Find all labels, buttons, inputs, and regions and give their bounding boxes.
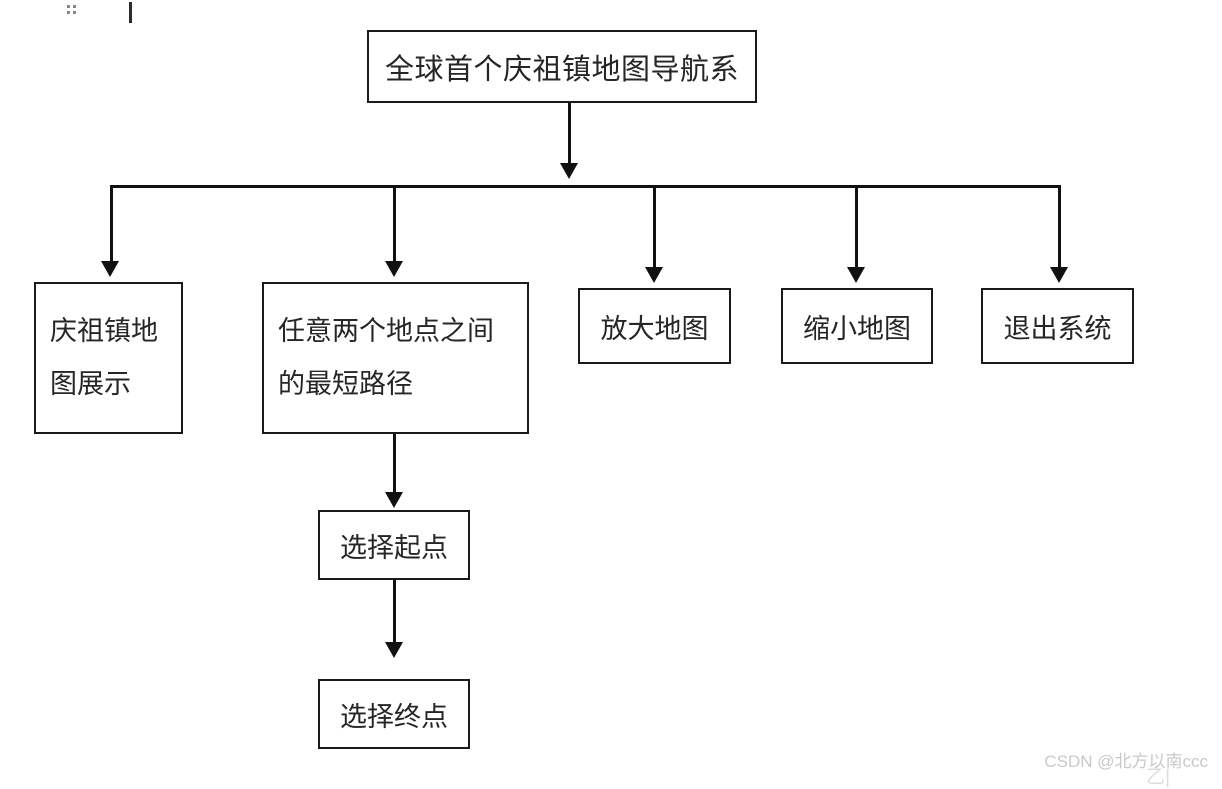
node-zoom-in-map[interactable]: 放大地图 [578, 288, 731, 364]
node-exit-system-label: 退出系统 [1003, 313, 1112, 344]
edge-bus-to-zoomout [855, 185, 858, 269]
arrowhead-shortest-to-start [385, 492, 403, 508]
node-zoom-out-map-label: 缩小地图 [803, 313, 911, 344]
drag-handle-dots-icon[interactable] [67, 5, 78, 16]
node-select-end-point-label: 选择终点 [340, 701, 448, 732]
arrowhead-bus-to-exit [1050, 267, 1068, 283]
edge-start-to-end [393, 580, 396, 644]
node-root-line-1: 全球首个庆祖镇地图导航系 [384, 53, 739, 86]
node-zoom-in-map-label: 放大地图 [600, 313, 709, 344]
text-cursor-caret [129, 2, 132, 23]
node-map-display[interactable]: 庆祖镇地 图展示 [34, 282, 183, 434]
node-map-display-line-1: 庆祖镇地 [50, 316, 158, 347]
edge-bus-to-exit [1058, 185, 1061, 269]
edge-horizontal-bus [110, 185, 1061, 188]
watermark-text: CSDN @北方以南ccc [1044, 752, 1208, 771]
edge-bus-to-shortest [393, 185, 396, 263]
node-shortest-path-line-1: 任意两个地点之间 [278, 316, 494, 347]
arrowhead-root-to-bus [560, 163, 578, 179]
node-map-display-line-2: 图展示 [50, 369, 131, 399]
edge-root-to-bus [568, 103, 571, 165]
arrowhead-bus-to-shortest [385, 261, 403, 277]
node-select-start-point[interactable]: 选择起点 [318, 510, 470, 580]
edge-bus-to-display [110, 185, 113, 263]
watermark-ghost-glyph: 乙| [1146, 767, 1170, 788]
node-shortest-path-line-2: 的最短路径 [278, 369, 413, 399]
node-root-title[interactable]: 全球首个庆祖镇地图导航系 [367, 30, 757, 103]
arrowhead-bus-to-zoomout [847, 267, 865, 283]
arrowhead-bus-to-zoomin [645, 267, 663, 283]
node-zoom-out-map[interactable]: 缩小地图 [781, 288, 933, 364]
node-exit-system[interactable]: 退出系统 [981, 288, 1134, 364]
node-select-end-point[interactable]: 选择终点 [318, 679, 470, 749]
node-select-start-point-label: 选择起点 [340, 532, 448, 563]
node-shortest-path[interactable]: 任意两个地点之间 的最短路径 [262, 282, 529, 434]
arrowhead-bus-to-display [101, 261, 119, 277]
edge-bus-to-zoomin [653, 185, 656, 269]
edge-shortest-to-start [393, 434, 396, 494]
arrowhead-start-to-end [385, 642, 403, 658]
